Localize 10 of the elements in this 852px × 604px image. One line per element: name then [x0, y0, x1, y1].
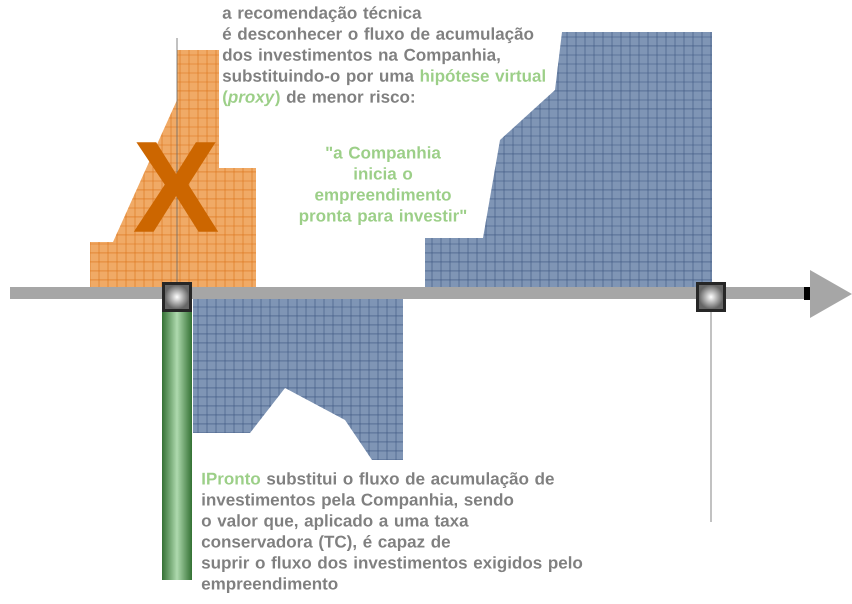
label: substituindo-o por uma	[222, 69, 414, 86]
label: hipótese virtual	[420, 69, 545, 86]
label: dos investimentos na Companhia,	[222, 48, 500, 64]
label: (proxy)	[223, 90, 280, 106]
label: de menor risco:	[286, 90, 414, 103]
label: a recomendação técnica	[222, 6, 422, 22]
note-text: IPronto substitui o fluxo de acumulação de investimentos pela Companhia, sendo o valor que, aplicado a uma taxa conservadora (TC), é capaz de suprir o fluxo dos investimentos exigidos pelo empreendimento	[202, 472, 582, 594]
note-text: a recomendação técnica é desconhecer o fluxo de acumulação dos investimentos na Companhia, substituindo-o por uma hipótese virtual (proxy) de menor risco:	[222, 6, 545, 106]
quote-text: "a Companhia inicia o empreendimento pronta para investir"	[300, 146, 466, 226]
label: é desconhecer o fluxo de acumulação	[222, 27, 534, 44]
